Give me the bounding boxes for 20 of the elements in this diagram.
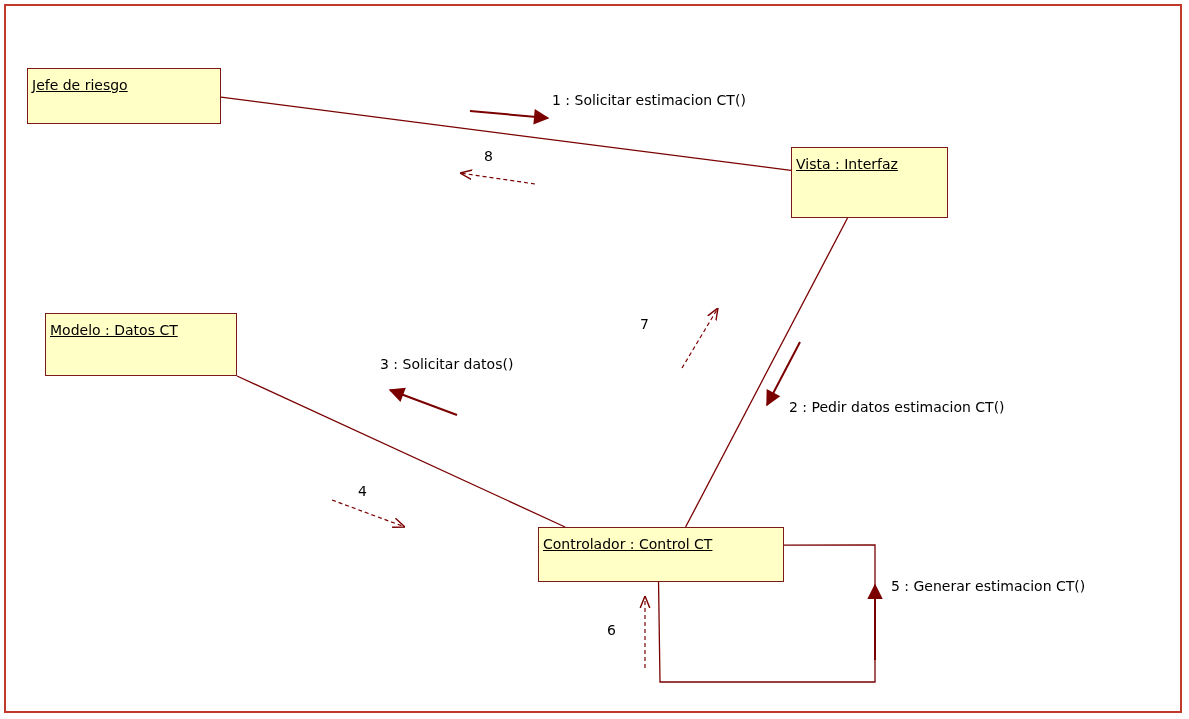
link-line: [220, 96, 792, 172]
message-label: 2 : Pedir datos estimacion CT(): [789, 399, 1005, 415]
message-label: 5 : Generar estimacion CT(): [891, 578, 1086, 594]
object-box: [791, 147, 948, 218]
object-name: Jefe de riesgo: [32, 77, 128, 93]
link-line: [236, 375, 566, 528]
object-name: Modelo : Datos CT: [50, 322, 178, 338]
object-box: [45, 313, 237, 376]
object-name: Controlador : Control CT: [543, 536, 713, 552]
message-label: 7: [640, 316, 649, 332]
message-label: 4: [358, 483, 367, 499]
message-label: 6: [607, 622, 616, 638]
message-label: 1 : Solicitar estimacion CT(): [552, 92, 746, 108]
link-line: [684, 217, 849, 528]
self-link: [657, 544, 876, 683]
message-label: 3 : Solicitar datos(): [380, 356, 514, 372]
object-box: [538, 527, 784, 582]
message-label: 8: [484, 148, 493, 164]
object-name: Vista : Interfaz: [796, 156, 898, 172]
object-box: [27, 68, 221, 124]
